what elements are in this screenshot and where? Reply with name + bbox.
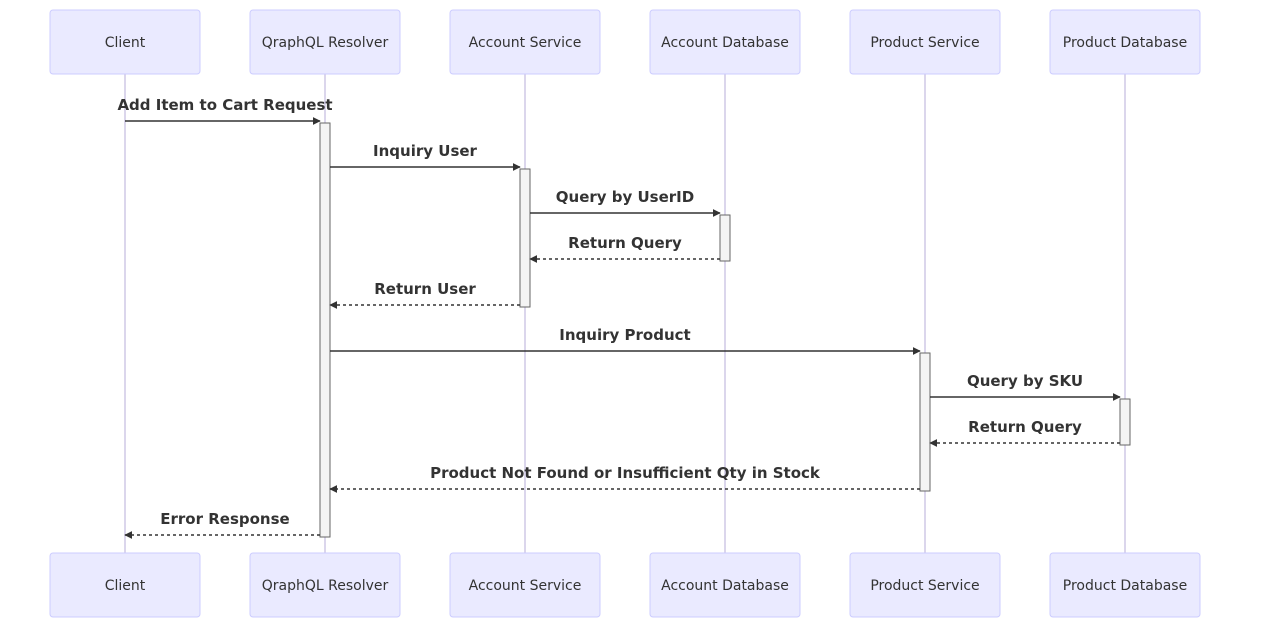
message-label: Product Not Found or Insufficient Qty in… <box>430 464 821 482</box>
message-inquiry-user: Inquiry User <box>330 142 521 171</box>
participant-box <box>649 552 801 618</box>
participant-top-product-database: Product Database <box>1049 9 1201 75</box>
message-query-by-userid: Query by UserID <box>530 188 721 217</box>
activation-bar-account-database <box>719 214 731 262</box>
activation-bars <box>319 122 1131 538</box>
participant-label: Product Database <box>1063 35 1187 51</box>
participant-box <box>249 9 401 75</box>
message-label: Inquiry User <box>373 142 477 160</box>
message-label: Return User <box>374 280 476 298</box>
participant-box <box>849 9 1001 75</box>
message-inquiry-product: Inquiry Product <box>330 326 921 355</box>
participant-box <box>49 552 201 618</box>
participant-label: QraphQL Resolver <box>262 35 389 51</box>
participant-box <box>249 552 401 618</box>
participant-box <box>649 9 801 75</box>
participant-top-product-service: Product Service <box>849 9 1001 75</box>
participant-label: Account Database <box>661 578 789 594</box>
message-label: Query by SKU <box>967 372 1083 390</box>
participant-bottom-product-database: Product Database <box>1049 552 1201 618</box>
participant-label: Account Database <box>661 35 789 51</box>
participant-top-qraphql-resolver: QraphQL Resolver <box>249 9 401 75</box>
participant-label: Product Database <box>1063 578 1187 594</box>
participant-label: Account Service <box>469 35 582 51</box>
participant-top-account-service: Account Service <box>449 9 601 75</box>
activation-bar-account-service <box>519 168 531 308</box>
participant-box <box>1049 9 1201 75</box>
participant-box <box>49 9 201 75</box>
participant-label: Client <box>105 578 146 594</box>
participant-label: Client <box>105 35 146 51</box>
participant-box <box>849 552 1001 618</box>
message-label: Return Query <box>968 418 1082 436</box>
participant-label: Product Service <box>870 35 979 51</box>
participant-top-client: Client <box>49 9 201 75</box>
activation-bar-product-service <box>919 352 931 492</box>
message-query-by-sku: Query by SKU <box>930 372 1121 401</box>
message-return-query: Return Query <box>929 418 1120 447</box>
message-error-response: Error Response <box>124 510 320 539</box>
message-return-query: Return Query <box>529 234 720 263</box>
activation-bar-product-database <box>1119 398 1131 446</box>
participant-box <box>449 9 601 75</box>
participant-top-account-database: Account Database <box>649 9 801 75</box>
participant-bottom-account-service: Account Service <box>449 552 601 618</box>
participant-label: Product Service <box>870 578 979 594</box>
message-label: Return Query <box>568 234 682 252</box>
message-label: Inquiry Product <box>559 326 690 344</box>
participant-bottom-account-database: Account Database <box>649 552 801 618</box>
participant-bottom-client: Client <box>49 552 201 618</box>
participant-box <box>449 552 601 618</box>
message-label: Add Item to Cart Request <box>117 96 332 114</box>
activation-bar-qraphql-resolver <box>319 122 331 538</box>
participant-box <box>1049 552 1201 618</box>
participant-bottom-qraphql-resolver: QraphQL Resolver <box>249 552 401 618</box>
participant-label: QraphQL Resolver <box>262 578 389 594</box>
message-label: Query by UserID <box>556 188 694 206</box>
participant-label: Account Service <box>469 578 582 594</box>
message-add-item-to-cart-request: Add Item to Cart Request <box>117 96 333 125</box>
participant-bottom-product-service: Product Service <box>849 552 1001 618</box>
message-return-user: Return User <box>329 280 520 309</box>
message-label: Error Response <box>160 510 289 528</box>
message-product-not-found-or-insufficient-qty-in-stock: Product Not Found or Insufficient Qty in… <box>329 464 920 493</box>
